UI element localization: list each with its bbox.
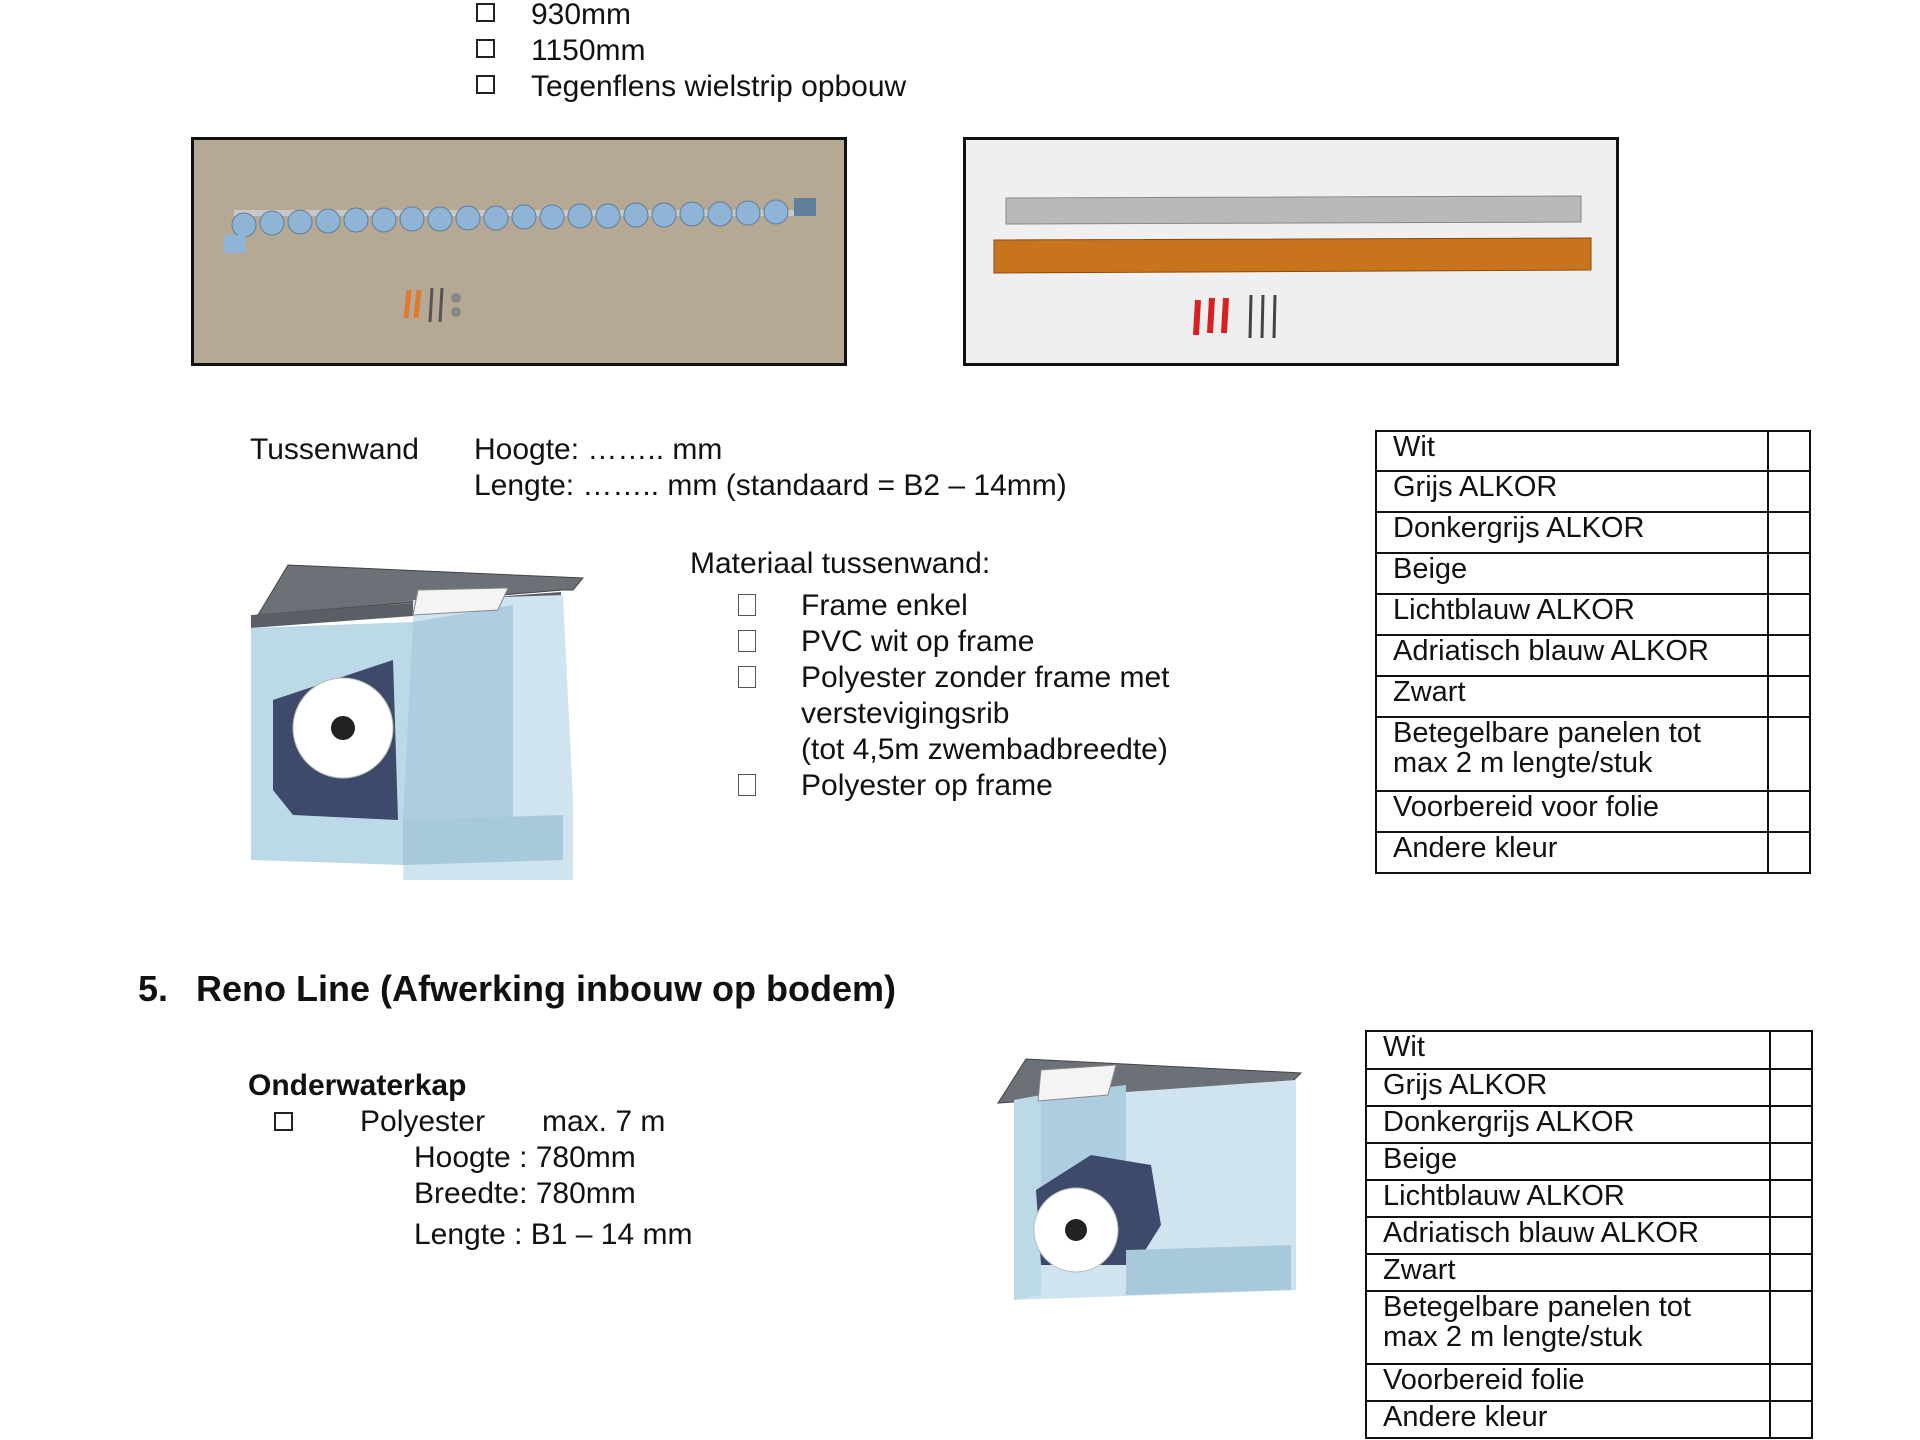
color-name: Andere kleur xyxy=(1365,1400,1771,1439)
option-label: Tegenflens wielstrip opbouw xyxy=(531,70,907,103)
checkbox[interactable] xyxy=(476,3,495,27)
materiaal-title: Materiaal tussenwand: xyxy=(690,547,991,580)
wheel-strip-photo xyxy=(191,137,847,366)
color-name: Voorbereid folie xyxy=(1365,1363,1771,1402)
color-name: Adriatisch blauw ALKOR xyxy=(1365,1216,1771,1255)
color-name: Zwart xyxy=(1365,1253,1771,1292)
color-checkbox[interactable] xyxy=(1767,716,1811,792)
color-table: Wit Grijs ALKOR Donkergrijs ALKOR Beige … xyxy=(1365,1030,1813,1439)
color-checkbox[interactable] xyxy=(1767,634,1811,677)
color-name: Donkergrijs ALKOR xyxy=(1365,1105,1771,1144)
color-name: Zwart xyxy=(1375,675,1769,718)
reno-line-illustration xyxy=(996,1055,1306,1305)
color-name: Grijs ALKOR xyxy=(1375,470,1769,513)
color-checkbox[interactable] xyxy=(1767,790,1811,833)
color-checkbox[interactable] xyxy=(1769,1400,1813,1439)
breedte-field: Breedte: 780mm xyxy=(414,1177,636,1210)
color-checkbox[interactable] xyxy=(1769,1142,1813,1181)
color-table: Wit Grijs ALKOR Donkergrijs ALKOR Beige … xyxy=(1375,430,1811,874)
option-label-cont: verstevigingsrib xyxy=(801,697,1010,730)
color-checkbox[interactable] xyxy=(1769,1068,1813,1107)
color-name: Donkergrijs ALKOR xyxy=(1375,511,1769,554)
color-name: Andere kleur xyxy=(1375,831,1769,874)
tussenwand-label: Tussenwand xyxy=(250,433,419,466)
option-label: Frame enkel xyxy=(801,589,968,622)
color-checkbox[interactable] xyxy=(1769,1363,1813,1402)
color-name: Wit xyxy=(1365,1030,1771,1070)
color-name: Voorbereid voor folie xyxy=(1375,790,1769,833)
color-checkbox[interactable] xyxy=(1767,831,1811,874)
counter-flange-photo xyxy=(963,137,1619,366)
color-name: Adriatisch blauw ALKOR xyxy=(1375,634,1769,677)
color-checkbox[interactable] xyxy=(1769,1179,1813,1218)
checkbox[interactable] xyxy=(738,666,756,693)
color-name: Lichtblauw ALKOR xyxy=(1365,1179,1771,1218)
color-checkbox[interactable] xyxy=(1769,1253,1813,1292)
lengte-field: Lengte: …….. mm (standaard = B2 – 14mm) xyxy=(474,469,1067,502)
option-label: PVC wit op frame xyxy=(801,625,1035,658)
checkbox[interactable] xyxy=(476,39,495,63)
color-name: Lichtblauw ALKOR xyxy=(1375,593,1769,636)
color-name: Beige xyxy=(1365,1142,1771,1181)
option-label: Polyester xyxy=(360,1105,486,1138)
color-name: Grijs ALKOR xyxy=(1365,1068,1771,1107)
color-checkbox[interactable] xyxy=(1769,1216,1813,1255)
color-name: Wit xyxy=(1375,430,1769,472)
section-title: Reno Line (Afwerking inbouw op bodem) xyxy=(196,968,896,1009)
option-label: Polyester op frame xyxy=(801,769,1053,802)
color-checkbox[interactable] xyxy=(1769,1290,1813,1365)
hoogte-field: Hoogte : 780mm xyxy=(414,1141,636,1174)
option-label: 930mm xyxy=(531,0,632,31)
max-length: max. 7 m xyxy=(542,1105,666,1138)
color-checkbox[interactable] xyxy=(1767,430,1811,472)
checkbox[interactable] xyxy=(738,774,756,801)
option-label: Polyester zonder frame met xyxy=(801,661,1170,694)
checkbox[interactable] xyxy=(274,1112,293,1136)
color-checkbox[interactable] xyxy=(1767,470,1811,513)
checkbox[interactable] xyxy=(738,594,756,621)
color-checkbox[interactable] xyxy=(1769,1105,1813,1144)
pool-cover-illustration xyxy=(243,560,588,880)
option-label-cont: (tot 4,5m zwembadbreedte) xyxy=(801,733,1168,766)
color-checkbox[interactable] xyxy=(1767,511,1811,554)
color-name: Beige xyxy=(1375,552,1769,595)
hoogte-field: Hoogte: …….. mm xyxy=(474,433,723,466)
checkbox[interactable] xyxy=(476,75,495,99)
section-number: 5. xyxy=(138,968,169,1009)
color-checkbox[interactable] xyxy=(1767,593,1811,636)
color-checkbox[interactable] xyxy=(1767,552,1811,595)
color-checkbox[interactable] xyxy=(1769,1030,1813,1070)
lengte-field: Lengte : B1 – 14 mm xyxy=(414,1218,693,1251)
option-label: 1150mm xyxy=(531,34,646,67)
checkbox[interactable] xyxy=(738,630,756,657)
color-checkbox[interactable] xyxy=(1767,675,1811,718)
onderwaterkap-label: Onderwaterkap xyxy=(248,1069,467,1102)
